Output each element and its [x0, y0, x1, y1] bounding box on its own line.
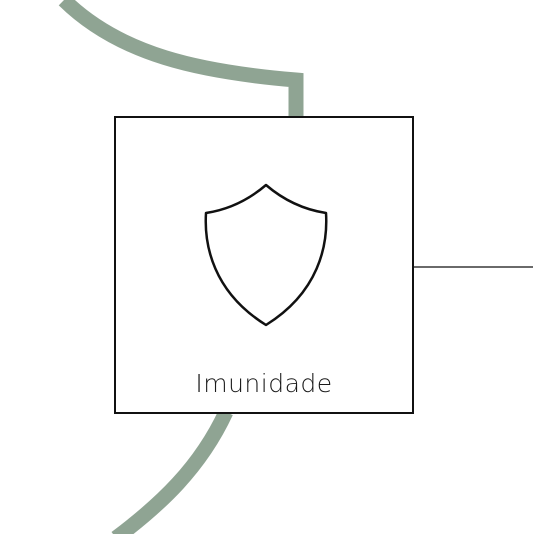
decorative-curve-top	[58, 0, 304, 118]
card-frame	[114, 116, 414, 414]
shield-icon	[204, 183, 328, 327]
immunity-card[interactable]: Imunidade	[114, 116, 414, 414]
card-label: Imunidade	[195, 369, 332, 398]
decorative-curve-bottom	[111, 408, 233, 534]
